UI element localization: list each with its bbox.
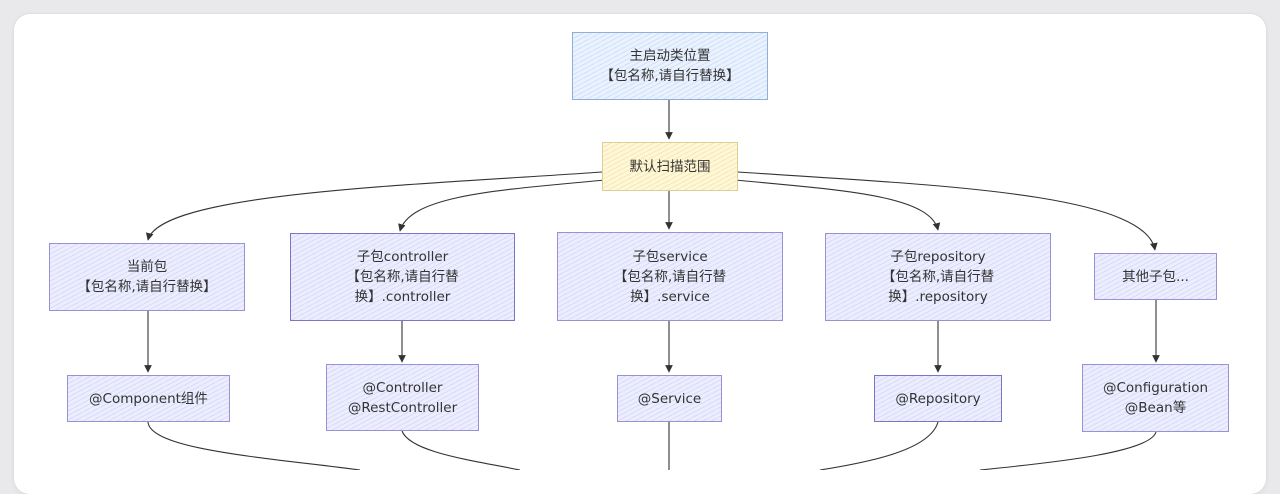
node-repository-package-line3: 换】.repository [888, 289, 988, 305]
node-component-annotation-label: @Component组件 [89, 390, 208, 407]
node-main-class[interactable]: 主启动类位置 【包名称,请自行替换】 [572, 32, 768, 100]
node-service-package[interactable]: 子包service 【包名称,请自行替 换】.service [557, 232, 783, 321]
node-controller-annotation-line2: @RestController [347, 399, 458, 416]
node-current-package-line1: 当前包 [126, 259, 168, 275]
node-service-annotation[interactable]: @Service [617, 375, 722, 422]
node-current-package[interactable]: 当前包 【包名称,请自行替换】 [49, 243, 245, 311]
node-service-package-line3: 换】.service [630, 288, 710, 305]
edge-controller-out [401, 430, 521, 470]
node-default-scan-label: 默认扫描范围 [629, 158, 711, 175]
node-repository-annotation-label: @Repository [895, 390, 981, 407]
node-other-packages[interactable]: 其他子包... [1094, 253, 1217, 300]
node-main-class-line2: 【包名称,请自行替换】 [600, 68, 740, 84]
edge-repository-out [819, 421, 939, 470]
node-service-package-line1: 子包service [632, 248, 708, 265]
node-repository-annotation[interactable]: @Repository [874, 375, 1002, 422]
node-configuration-annotation[interactable]: @Configuration @Bean等 [1082, 364, 1229, 432]
node-service-annotation-label: @Service [637, 390, 702, 407]
node-repository-package[interactable]: 子包repository 【包名称,请自行替 换】.repository [825, 233, 1051, 321]
node-main-class-line1: 主启动类位置 [629, 48, 711, 64]
node-repository-package-line1: 子包repository [890, 249, 986, 265]
node-controller-package-line3: 换】.controller [354, 289, 451, 305]
edge-component-out [147, 421, 361, 470]
node-configuration-annotation-line2: @Bean等 [1124, 400, 1187, 416]
node-controller-package[interactable]: 子包controller 【包名称,请自行替 换】.controller [290, 233, 515, 321]
node-component-annotation[interactable]: @Component组件 [67, 375, 230, 422]
edge-scan-to-controller [398, 179, 606, 232]
edge-scan-to-current [145, 171, 603, 241]
node-controller-package-line1: 子包controller [356, 249, 449, 265]
node-controller-package-line2: 【包名称,请自行替 [346, 269, 459, 285]
flowchart: 主启动类位置 【包名称,请自行替换】 默认扫描范围 当前包 【包名称,请自行替换… [49, 32, 1229, 470]
node-repository-package-line2: 【包名称,请自行替 [881, 269, 995, 285]
edge-configuration-out [979, 431, 1157, 470]
edge-scan-to-other [737, 171, 1158, 251]
node-default-scan[interactable]: 默认扫描范围 [602, 142, 738, 191]
node-current-package-line2: 【包名称,请自行替换】 [77, 279, 217, 295]
node-other-packages-label: 其他子包... [1122, 268, 1189, 285]
edges-layer [144, 100, 1160, 470]
node-controller-annotation[interactable]: @Controller @RestController [326, 364, 479, 431]
node-service-package-line2: 【包名称,请自行替 [613, 268, 727, 285]
edge-scan-to-repository [734, 179, 941, 231]
node-controller-annotation-line1: @Controller [362, 379, 443, 396]
node-configuration-annotation-line1: @Configuration [1102, 380, 1209, 396]
